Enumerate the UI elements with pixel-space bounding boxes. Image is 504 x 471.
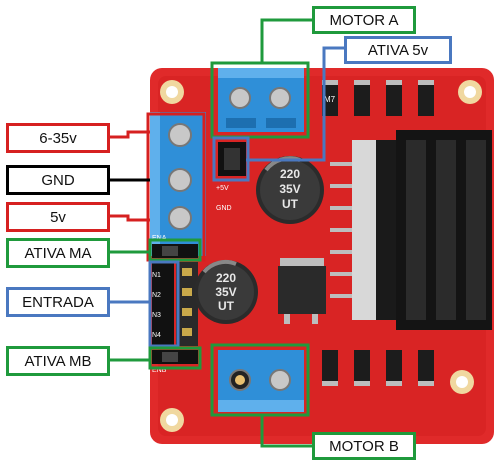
terminal-motor-b <box>218 350 304 412</box>
cap-bottom-brand: UT <box>218 299 235 313</box>
label-6-35v: 6-35v <box>6 123 110 153</box>
jumper-ena <box>152 244 198 258</box>
label-gnd: GND <box>6 165 110 195</box>
line-5v <box>110 216 150 220</box>
pin-label-in3: IN3 <box>150 312 161 319</box>
cap-bottom-value: 220 <box>216 271 236 285</box>
pin-label-in2: IN2 <box>150 292 161 299</box>
label-ativa-ma: ATIVA MA <box>6 238 110 268</box>
cap-top-voltage: 35V <box>279 182 300 196</box>
cap-top-brand: UT <box>282 197 299 211</box>
label-ativa-mb: ATIVA MB <box>6 346 110 376</box>
label-motor-b: MOTOR B <box>312 432 416 460</box>
label-motor-a: MOTOR A <box>312 6 416 34</box>
jumper-5v <box>218 142 246 176</box>
line-motor-a <box>262 20 312 63</box>
cap-top-value: 220 <box>280 167 300 181</box>
pin-label-in1: IN1 <box>150 272 161 279</box>
label-entrada: ENTRADA <box>6 287 110 317</box>
label-5v: 5v <box>6 202 110 232</box>
vcc-mark: +5V <box>216 185 229 192</box>
line-6-35v <box>110 132 150 137</box>
jumper-enb <box>152 350 198 364</box>
l298-heatsink <box>330 130 492 330</box>
cap-bottom-voltage: 35V <box>215 285 236 299</box>
label-ativa-5v: ATIVA 5v <box>344 36 452 64</box>
terminal-motor-a <box>218 68 304 132</box>
diode-label: M7 <box>324 95 336 104</box>
capacitor-bottom: 220 35V UT <box>194 260 258 324</box>
pin-label-in4: IN4 <box>150 332 161 339</box>
capacitor-top: 220 35V UT <box>256 156 324 224</box>
gnd-mark: GND <box>216 205 232 212</box>
